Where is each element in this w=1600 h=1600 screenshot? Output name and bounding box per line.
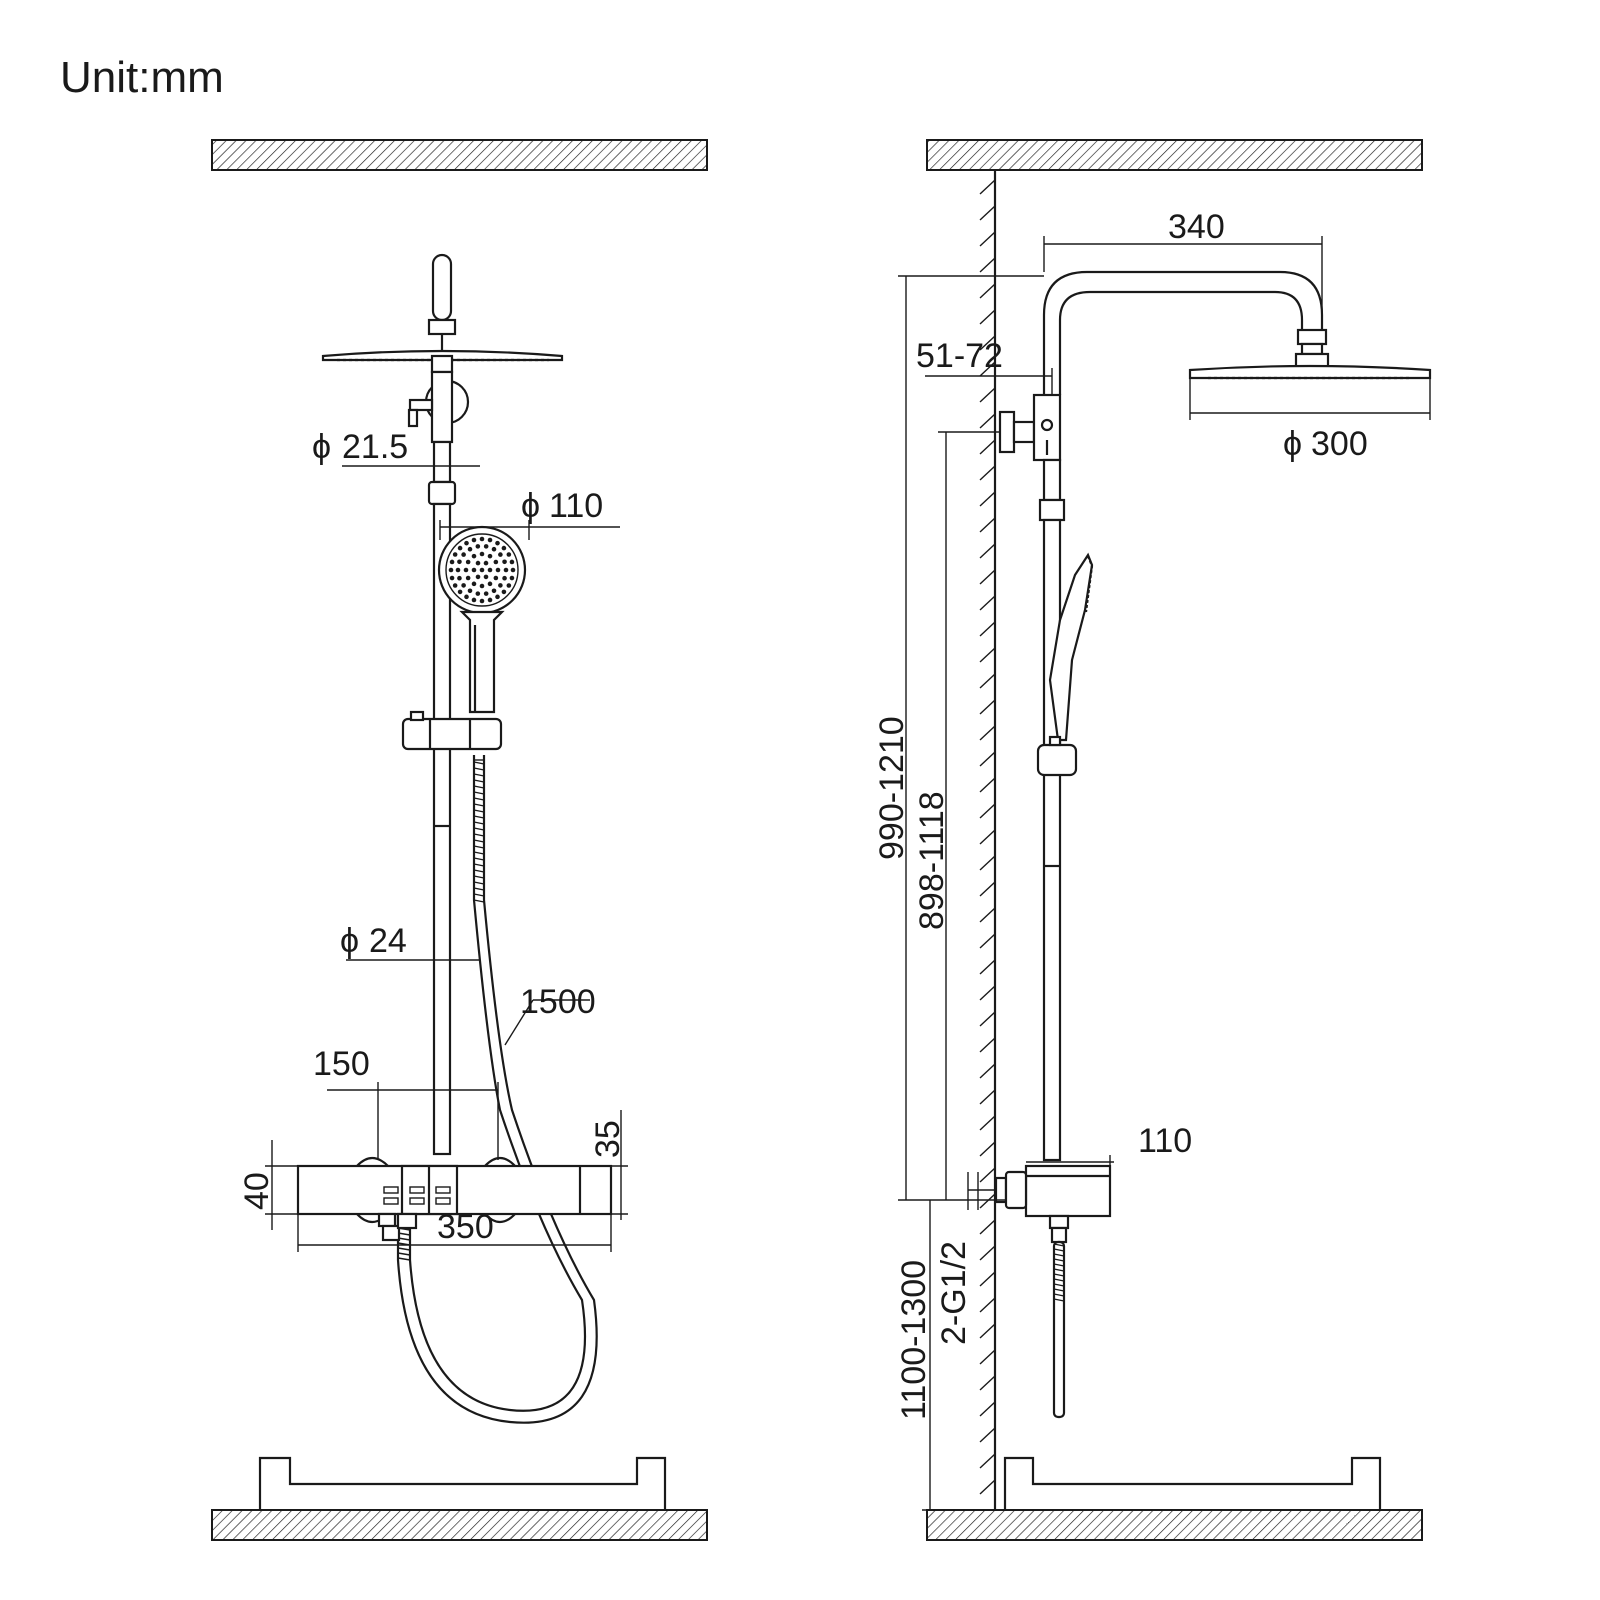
hand-shower-side [1036, 552, 1094, 777]
front-dimensions: ϕ 21.5 ϕ 110 ϕ 24 1500 150 350 [238, 428, 628, 1252]
upper-rail [432, 440, 452, 484]
svg-text:ϕ: ϕ [1283, 425, 1302, 463]
dim-head-300: 300 [1311, 425, 1368, 463]
unit-label: Unit:mm [60, 53, 224, 102]
swivel-nut [427, 318, 457, 336]
side-slide-holder [1036, 743, 1078, 777]
shower-arm [1042, 270, 1324, 395]
mixer-bar-front [296, 1156, 613, 1242]
side-dimensions: 340 ϕ 300 51-72 990-1210 898-1118 1100-1… [873, 208, 1431, 1511]
dim-total-height: 990-1210 [873, 716, 911, 860]
outlet-valve [377, 1212, 397, 1228]
dim-arm-340: 340 [1168, 208, 1225, 246]
dim-diameter-21-5: 21.5 [342, 428, 408, 466]
svg-text:ϕ: ϕ [312, 428, 331, 466]
rain-shower-head-side [1188, 328, 1432, 380]
side-upper-rail [1042, 458, 1062, 502]
dim-mount-height: 1100-1300 [895, 1260, 933, 1420]
side-wall-flange [998, 410, 1016, 454]
side-main-rail [1042, 518, 1062, 1162]
rain-shower-head-front [321, 349, 564, 374]
rail-joint [427, 480, 457, 506]
side-ceiling [926, 139, 1423, 171]
front-ceiling [211, 139, 708, 171]
dim-inlet: 2-G1/2 [935, 1241, 973, 1345]
dim-width-350: 350 [437, 1208, 494, 1246]
side-rail-joint [1038, 498, 1066, 522]
dim-rail-height: 898-1118 [913, 791, 951, 930]
side-shower-tray [1003, 1456, 1382, 1510]
slide-knob [409, 710, 425, 722]
slide-holder [401, 717, 503, 751]
diverter-body [430, 370, 454, 444]
front-floor [211, 1509, 708, 1541]
dim-wall-gap: 51-72 [916, 337, 1003, 375]
front-view: ϕ 21.5 ϕ 110 ϕ 24 1500 150 350 [211, 139, 708, 1541]
diverter-lever [408, 398, 434, 412]
side-view: 340 ϕ 300 51-72 990-1210 898-1118 1100-1… [873, 139, 1432, 1541]
front-shower-tray [258, 1456, 667, 1510]
side-floor [926, 1509, 1423, 1541]
wall-hatch [979, 179, 996, 1495]
dim-offset-35: 35 [589, 1120, 627, 1158]
hand-shower-front [437, 525, 527, 714]
svg-text:ϕ: ϕ [521, 487, 540, 525]
mixer-side [994, 1164, 1112, 1244]
hose-front [396, 755, 598, 1424]
dim-diameter-110: 110 [549, 487, 603, 525]
dim-diameter-24: 24 [369, 922, 407, 960]
hose-connector [396, 1212, 418, 1230]
dim-height-40: 40 [238, 1172, 276, 1210]
dim-hose-length: 1500 [520, 983, 596, 1021]
main-rail [432, 502, 452, 1156]
hose-side [1052, 1240, 1066, 1419]
dim-centers-150: 150 [313, 1045, 370, 1083]
top-swivel [431, 253, 453, 322]
svg-text:ϕ: ϕ [340, 922, 359, 960]
dim-depth-110: 110 [1138, 1122, 1192, 1160]
